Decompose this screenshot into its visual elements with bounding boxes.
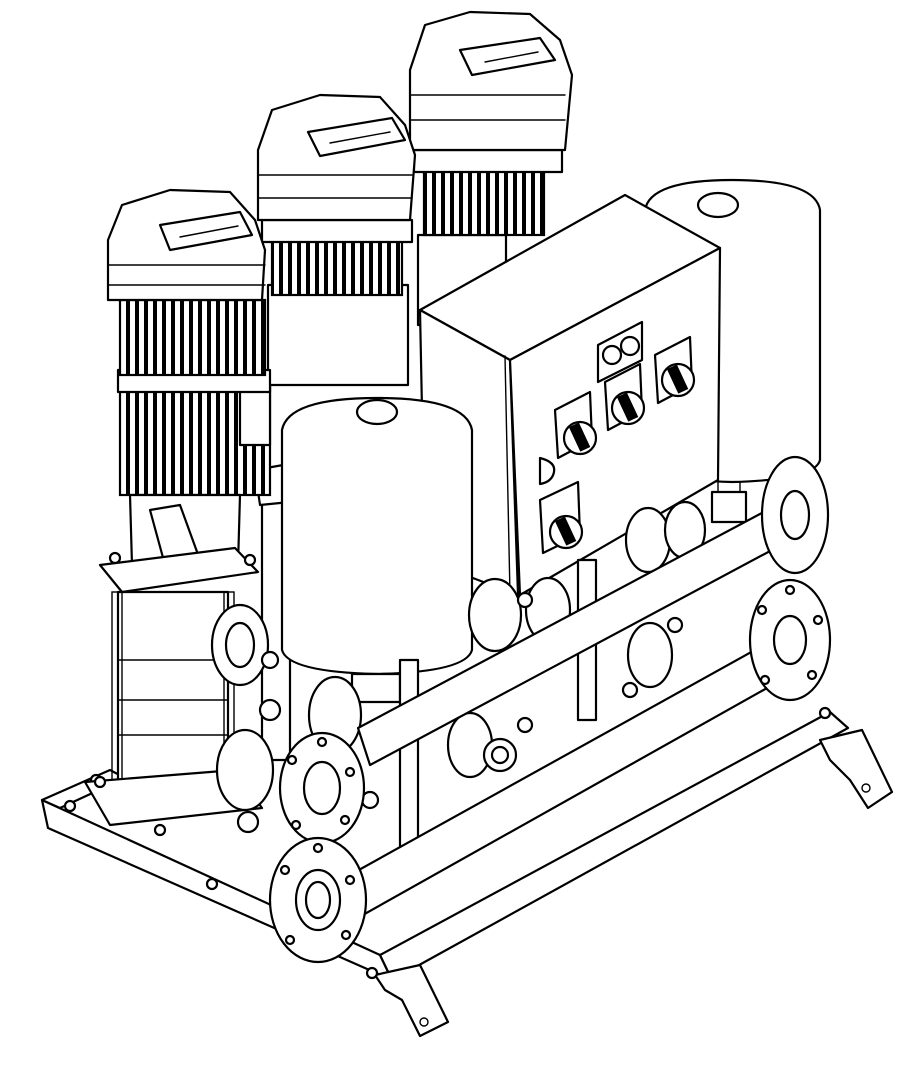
flange-icon — [760, 455, 830, 575]
pump-2-motor-fins — [270, 233, 404, 297]
valves — [210, 500, 707, 862]
base-foot-right — [818, 728, 894, 810]
flange-lower-left — [268, 836, 368, 964]
selector-switch-2 — [603, 362, 646, 432]
selector-switch-3 — [653, 335, 696, 405]
indicator-lamp-1 — [601, 344, 623, 366]
pump-1-stack — [116, 590, 230, 784]
pump-3-motor-fins — [422, 163, 546, 237]
pump-2-motor-cover — [256, 93, 417, 222]
pump-1-motor-fins-upper — [118, 298, 267, 377]
pump-3-motor-cover — [408, 10, 574, 152]
selector-switch-1 — [553, 390, 598, 460]
indicator-lamp-2 — [619, 335, 641, 357]
flange-upper-left — [278, 731, 366, 845]
selector-switch-main — [538, 480, 584, 555]
pump-2 — [253, 93, 417, 762]
manifold-lower — [268, 578, 832, 964]
indicator-lamp-group — [596, 320, 644, 384]
door-handle-icon — [538, 456, 556, 486]
control-panel — [418, 193, 722, 597]
manifold-upper — [278, 455, 830, 845]
pressure-vessel-left — [280, 396, 474, 704]
flange-lower-right — [748, 578, 832, 702]
base-foot-front — [373, 963, 450, 1038]
